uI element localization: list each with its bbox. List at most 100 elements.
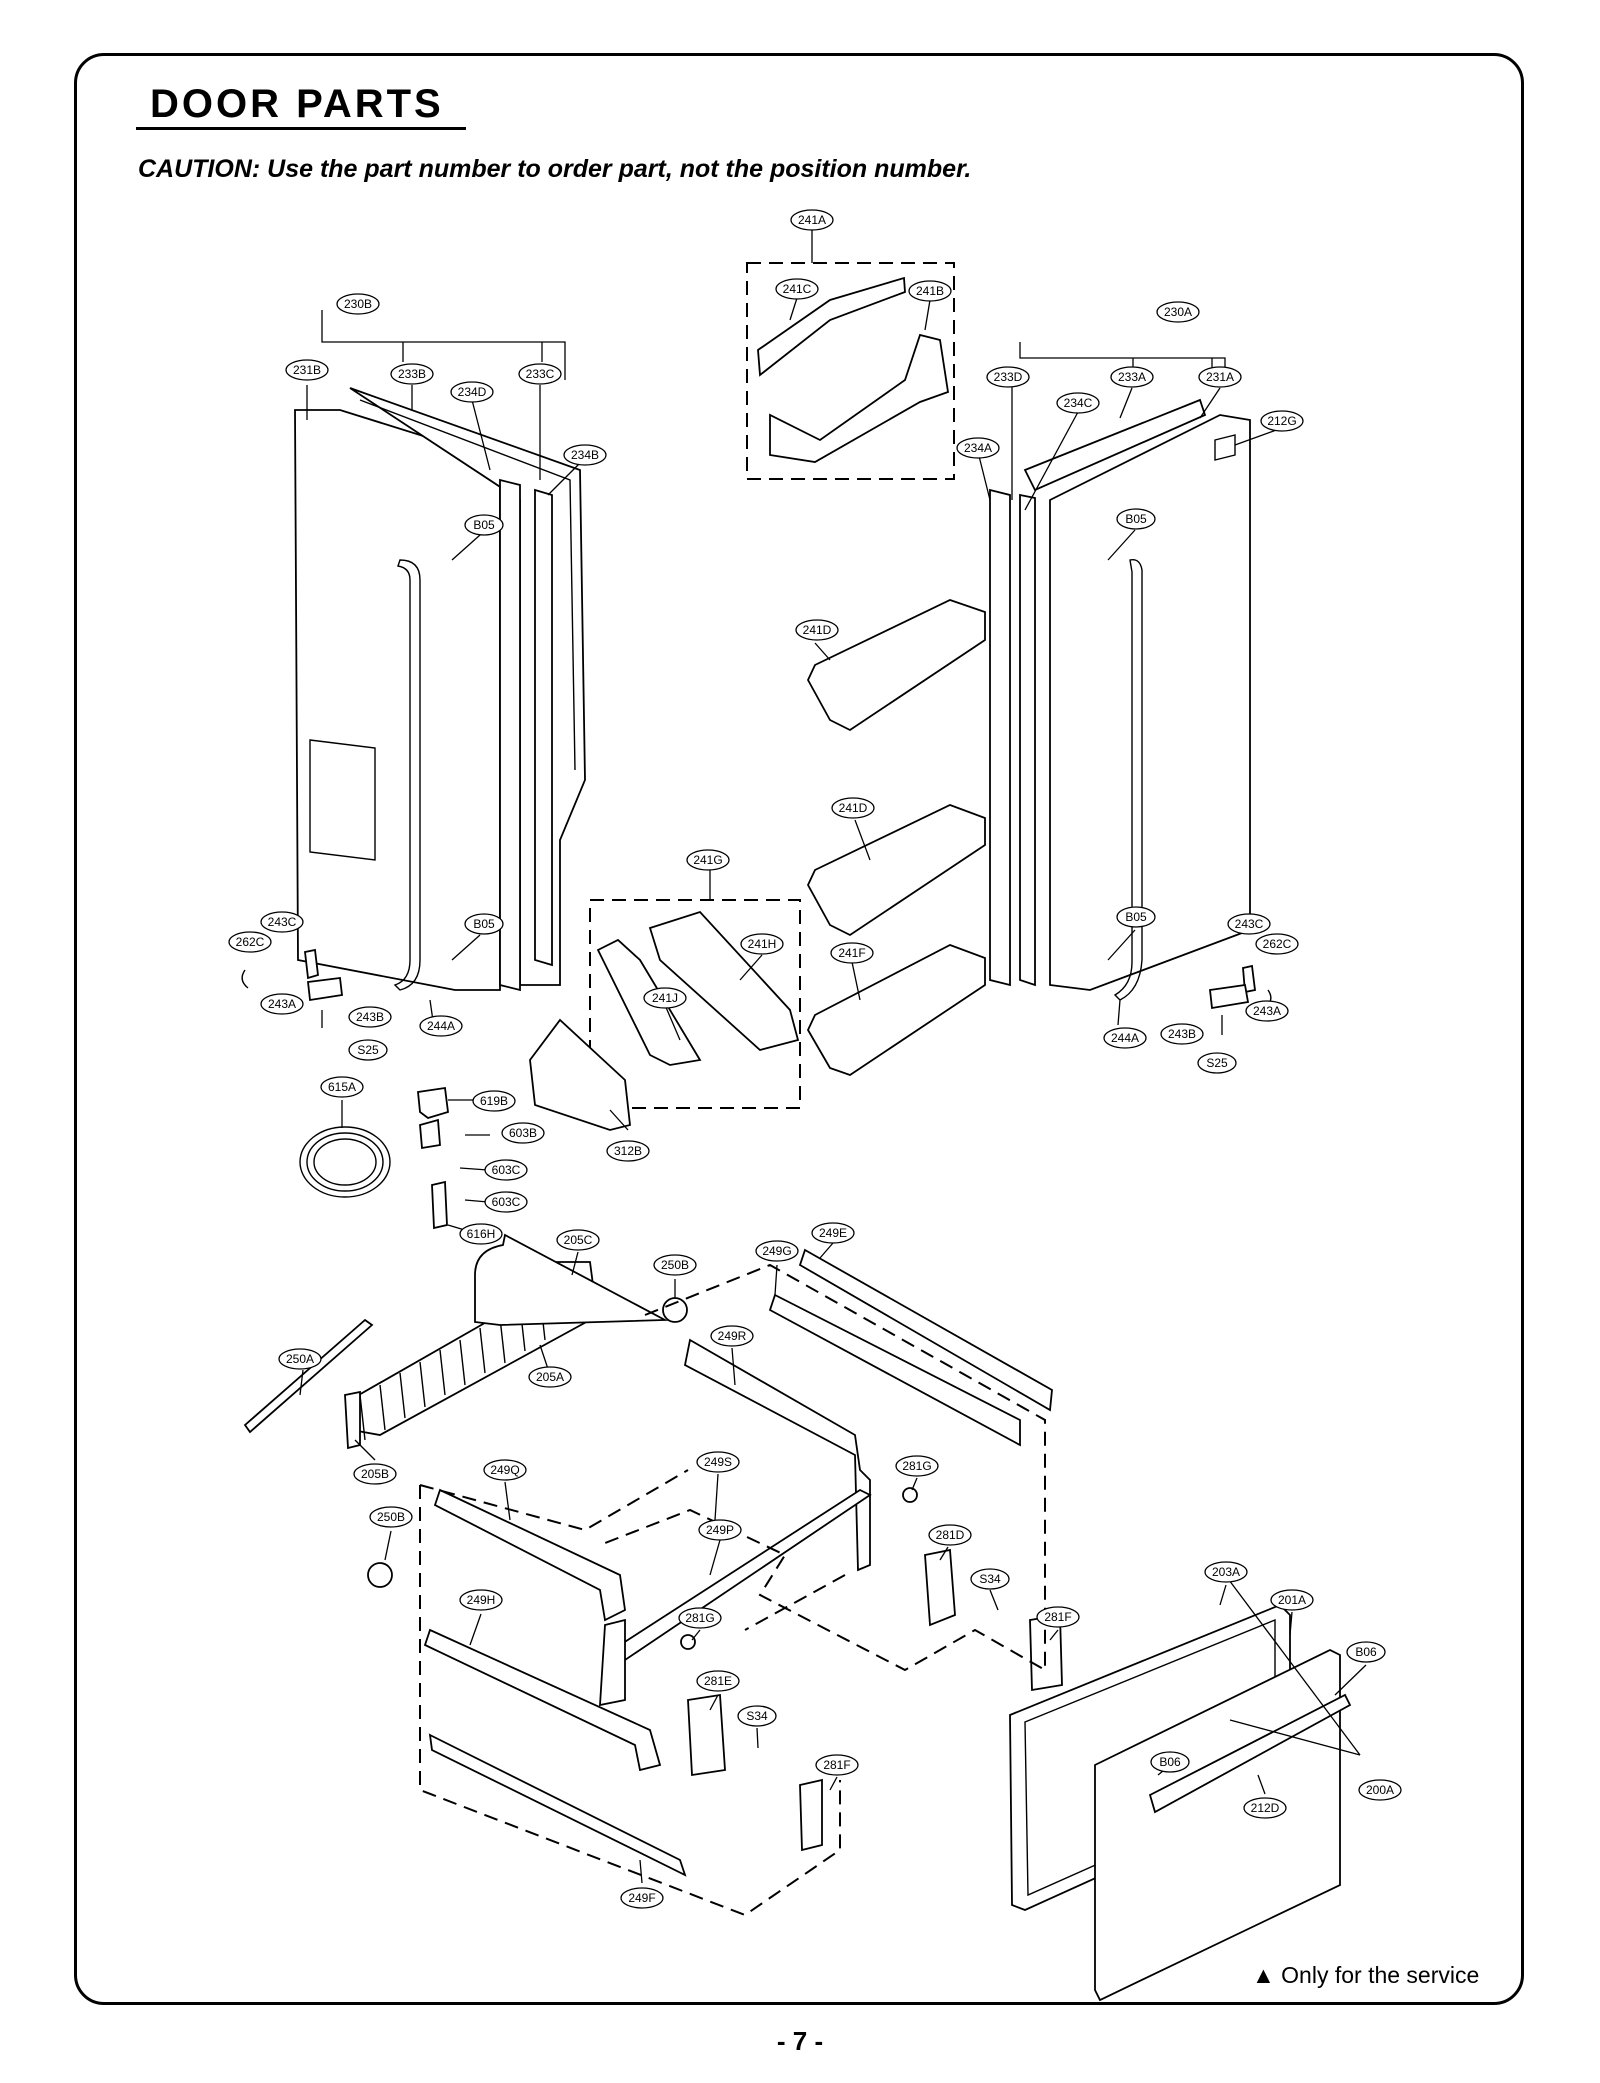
svg-text:203A: 203A: [1212, 1565, 1240, 1579]
svg-text:B05: B05: [1125, 512, 1147, 526]
callout-200a: 200A: [1358, 1779, 1402, 1801]
page-number: - 7 -: [776, 2026, 824, 2056]
callout-312b: 312B: [606, 1140, 650, 1162]
svg-text:233A: 233A: [1118, 370, 1146, 384]
svg-text:S25: S25: [1206, 1056, 1228, 1070]
callout-241f: 241F: [830, 942, 874, 964]
callout-243a-1: 243A: [260, 993, 304, 1015]
callout-615a: 615A: [320, 1076, 364, 1098]
svg-text:603B: 603B: [509, 1126, 537, 1140]
svg-text:233D: 233D: [994, 370, 1023, 384]
svg-text:249E: 249E: [819, 1226, 847, 1240]
callout-203a: 203A: [1204, 1561, 1248, 1583]
freezer-drawer-front: [1009, 1603, 1352, 2002]
svg-text:241C: 241C: [783, 282, 812, 296]
callout-205b: 205B: [353, 1463, 397, 1485]
svg-text:233C: 233C: [526, 367, 555, 381]
callout-262c-1: 262C: [228, 931, 272, 953]
callout-241j: 241J: [643, 987, 687, 1009]
water-fittings: [299, 1086, 449, 1230]
hinges: [241, 948, 1272, 1035]
svg-text:243C: 243C: [1235, 917, 1264, 931]
callout-250b-1: 250B: [653, 1254, 697, 1276]
svg-text:312B: 312B: [614, 1144, 642, 1158]
svg-text:244A: 244A: [427, 1019, 455, 1033]
callout-b05-2: B05: [464, 913, 504, 935]
callout-281f-1: 281F: [1036, 1606, 1080, 1628]
svg-text:234C: 234C: [1064, 396, 1093, 410]
svg-text:281G: 281G: [902, 1459, 931, 1473]
svg-text:250B: 250B: [661, 1258, 689, 1272]
svg-text:241F: 241F: [838, 946, 865, 960]
callout-234d: 234D: [450, 381, 494, 403]
svg-text:201A: 201A: [1278, 1593, 1306, 1607]
svg-text:281G: 281G: [685, 1611, 714, 1625]
callout-241b: 241B: [908, 280, 952, 302]
svg-text:619B: 619B: [480, 1094, 508, 1108]
callout-603c-1: 603C: [484, 1159, 528, 1181]
callout-603b: 603B: [501, 1122, 545, 1144]
callout-234b: 234B: [563, 444, 607, 466]
svg-text:B06: B06: [1355, 1645, 1377, 1659]
callout-243c-1: 243C: [260, 911, 304, 933]
callout-616h: 616H: [459, 1223, 503, 1245]
svg-text:616H: 616H: [467, 1227, 496, 1241]
svg-text:262C: 262C: [236, 935, 265, 949]
page-frame: [74, 53, 1524, 2005]
svg-text:250A: 250A: [286, 1352, 314, 1366]
svg-text:234D: 234D: [458, 385, 487, 399]
callout-212g: 212G: [1260, 410, 1304, 432]
svg-text:243C: 243C: [268, 915, 297, 929]
callout-281f-2: 281F: [815, 1754, 859, 1776]
svg-text:241A: 241A: [798, 213, 826, 227]
svg-text:243A: 243A: [1253, 1004, 1281, 1018]
callout-244a-1: 244A: [419, 1015, 463, 1037]
svg-text:B05: B05: [473, 917, 495, 931]
callout-231b: 231B: [285, 359, 329, 381]
callout-249r: 249R: [710, 1325, 754, 1347]
callout-s34-2: S34: [737, 1705, 777, 1727]
callout-244a-2: 244A: [1103, 1027, 1147, 1049]
callout-249f: 249F: [620, 1887, 664, 1909]
title-underline: [136, 127, 466, 130]
callout-241c: 241C: [775, 278, 819, 300]
svg-text:205A: 205A: [536, 1370, 564, 1384]
svg-text:615A: 615A: [328, 1080, 356, 1094]
svg-text:212D: 212D: [1251, 1801, 1280, 1815]
svg-text:249R: 249R: [718, 1329, 747, 1343]
page-title: DOOR PARTS: [150, 82, 444, 126]
callout-281e: 281E: [696, 1670, 740, 1692]
callout-b05-3: B05: [1116, 508, 1156, 530]
callout-281g-2: 281G: [678, 1607, 722, 1629]
svg-text:212G: 212G: [1267, 414, 1296, 428]
door-bins: [529, 599, 986, 1131]
svg-text:281F: 281F: [1044, 1610, 1071, 1624]
svg-text:S34: S34: [746, 1709, 768, 1723]
callout-241d-1: 241D: [795, 619, 839, 641]
svg-text:231A: 231A: [1206, 370, 1234, 384]
svg-text:234A: 234A: [964, 441, 992, 455]
svg-text:S34: S34: [979, 1572, 1001, 1586]
svg-text:243A: 243A: [268, 997, 296, 1011]
svg-text:241B: 241B: [916, 284, 944, 298]
callout-s25-1: S25: [348, 1039, 388, 1061]
callout-205c: 205C: [556, 1229, 600, 1251]
svg-text:281E: 281E: [704, 1674, 732, 1688]
callout-281g-1: 281G: [895, 1455, 939, 1477]
callout-233d: 233D: [986, 366, 1030, 388]
svg-text:230A: 230A: [1164, 305, 1192, 319]
callout-249h: 249H: [459, 1589, 503, 1611]
svg-text:244A: 244A: [1111, 1031, 1139, 1045]
callout-b05-4: B05: [1116, 906, 1156, 928]
service-note: ▲ Only for the service: [1252, 1962, 1480, 1988]
callout-234c: 234C: [1056, 392, 1100, 414]
left-door: [294, 310, 586, 992]
callout-250b-2: 250B: [369, 1506, 413, 1528]
svg-text:262C: 262C: [1263, 937, 1292, 951]
svg-text:249P: 249P: [706, 1523, 734, 1537]
callout-233b: 233B: [390, 363, 434, 385]
callout-249p: 249P: [698, 1519, 742, 1541]
callout-b05-1: B05: [464, 514, 504, 536]
callout-243a-2: 243A: [1245, 1000, 1289, 1022]
